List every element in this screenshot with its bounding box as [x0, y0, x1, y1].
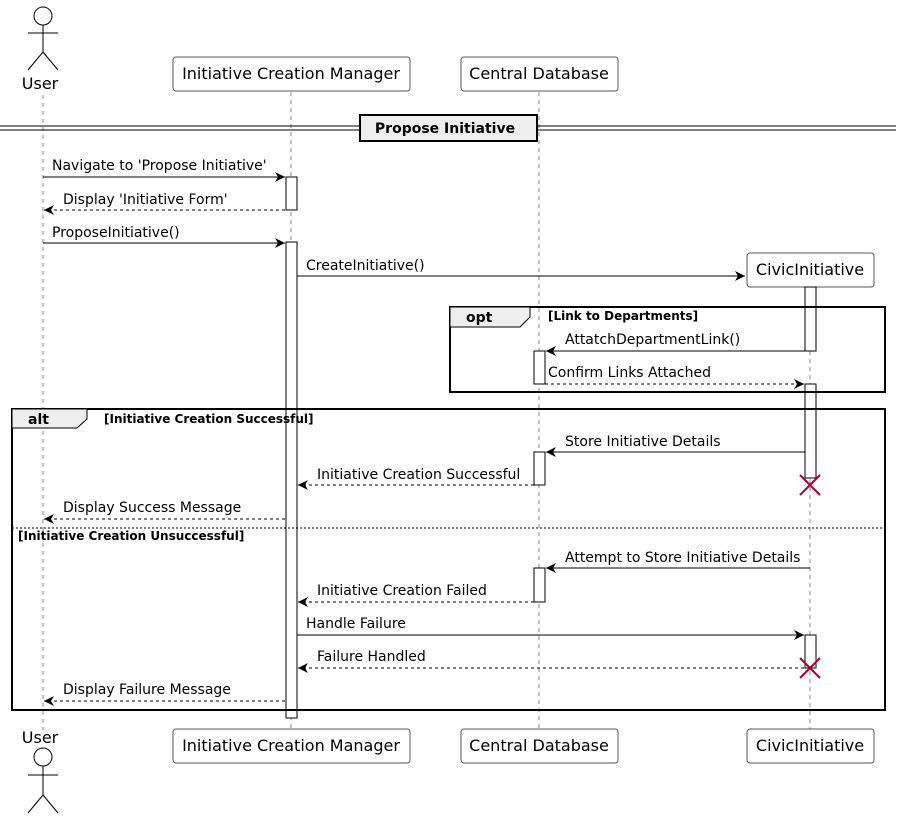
fragment-opt-tab [449, 306, 531, 328]
participant-box [460, 56, 619, 92]
participant-box [172, 728, 411, 764]
actor-user-bottom: User [22, 728, 59, 814]
fragment-alt-frame [11, 408, 886, 711]
actor-leg-right [42, 51, 59, 71]
destroy-mark-civic-2 [799, 657, 821, 679]
activation-database-1 [533, 350, 546, 385]
participant-database-top: Central Database [460, 56, 619, 92]
participant-label-database-bottom: Central Database [469, 736, 609, 755]
divider-box [359, 114, 538, 142]
actor-head [33, 6, 53, 26]
participant-label-manager-bottom: Initiative Creation Manager [182, 736, 400, 755]
message-label-m14: Display Failure Message [63, 682, 231, 698]
participant-label-manager-top: Initiative Creation Manager [182, 64, 400, 83]
message-label-m2: Display 'Initiative Form' [63, 192, 228, 208]
activation-manager-1 [285, 176, 298, 211]
message-label-m10: Attempt to Store Initiative Details [565, 550, 800, 566]
message-label-m3: ProposeInitiative() [52, 225, 180, 241]
participant-manager-top: Initiative Creation Manager [172, 56, 411, 92]
message-label-m7: Store Initiative Details [565, 434, 721, 450]
destroy-mark-civic-1 [799, 474, 821, 496]
participant-label-civic-top: CivicInitiative [756, 260, 864, 279]
activation-civic-1 [804, 286, 817, 352]
message-label-m5: AttatchDepartmentLink() [565, 332, 740, 348]
participant-box [172, 56, 411, 92]
participant-civic-top: CivicInitiative [746, 252, 875, 288]
fragment-alt-else-guard: [Initiative Creation Unsuccessful] [18, 529, 244, 543]
actor-leg-left [27, 794, 44, 814]
activation-database-2 [533, 451, 546, 486]
fragment-alt-tab [11, 408, 88, 429]
actor-leg-right [42, 794, 59, 814]
participant-box [746, 728, 875, 764]
destroy-stroke [799, 474, 821, 496]
participant-label-user-bottom: User [22, 728, 59, 747]
message-label-m13: Failure Handled [317, 649, 426, 665]
participant-label-civic-bottom: CivicInitiative [756, 736, 864, 755]
message-label-m1: Navigate to 'Propose Initiative' [52, 158, 267, 174]
fragment-opt: opt [Link to Departments] [449, 306, 886, 393]
actor-leg-left [27, 51, 44, 71]
divider-label: Propose Initiative [375, 121, 515, 137]
fragment-alt-keyword: alt [28, 412, 49, 428]
fragment-opt-keyword: opt [466, 310, 493, 326]
activation-manager-2 [285, 241, 298, 719]
participant-civic-bottom: CivicInitiative [746, 728, 875, 764]
participant-label-user-top: User [22, 74, 59, 93]
participant-database-bottom: Central Database [460, 728, 619, 764]
message-label-m12: Handle Failure [306, 616, 406, 632]
fragment-alt-guard: [Initiative Creation Successful] [104, 412, 314, 426]
activation-database-3 [533, 567, 546, 603]
message-label-m6: Confirm Links Attached [548, 365, 711, 381]
fragment-opt-guard: [Link to Departments] [548, 309, 698, 323]
actor-head [33, 747, 53, 767]
activation-civic-2 [804, 383, 817, 479]
message-label-m11: Initiative Creation Failed [317, 583, 487, 599]
participant-manager-bottom: Initiative Creation Manager [172, 728, 411, 764]
participant-label-database-top: Central Database [469, 64, 609, 83]
fragment-alt: alt [Initiative Creation Successful] [In… [11, 408, 886, 711]
divider-propose-initiative: Propose Initiative [0, 114, 896, 142]
actor-user-top: User [22, 6, 59, 93]
destroy-stroke [799, 657, 821, 679]
message-label-m8: Initiative Creation Successful [317, 467, 520, 483]
message-label-m9: Display Success Message [63, 500, 241, 516]
participant-box [460, 728, 619, 764]
fragment-opt-frame [449, 306, 886, 393]
message-label-m4: CreateInitiative() [306, 258, 425, 274]
